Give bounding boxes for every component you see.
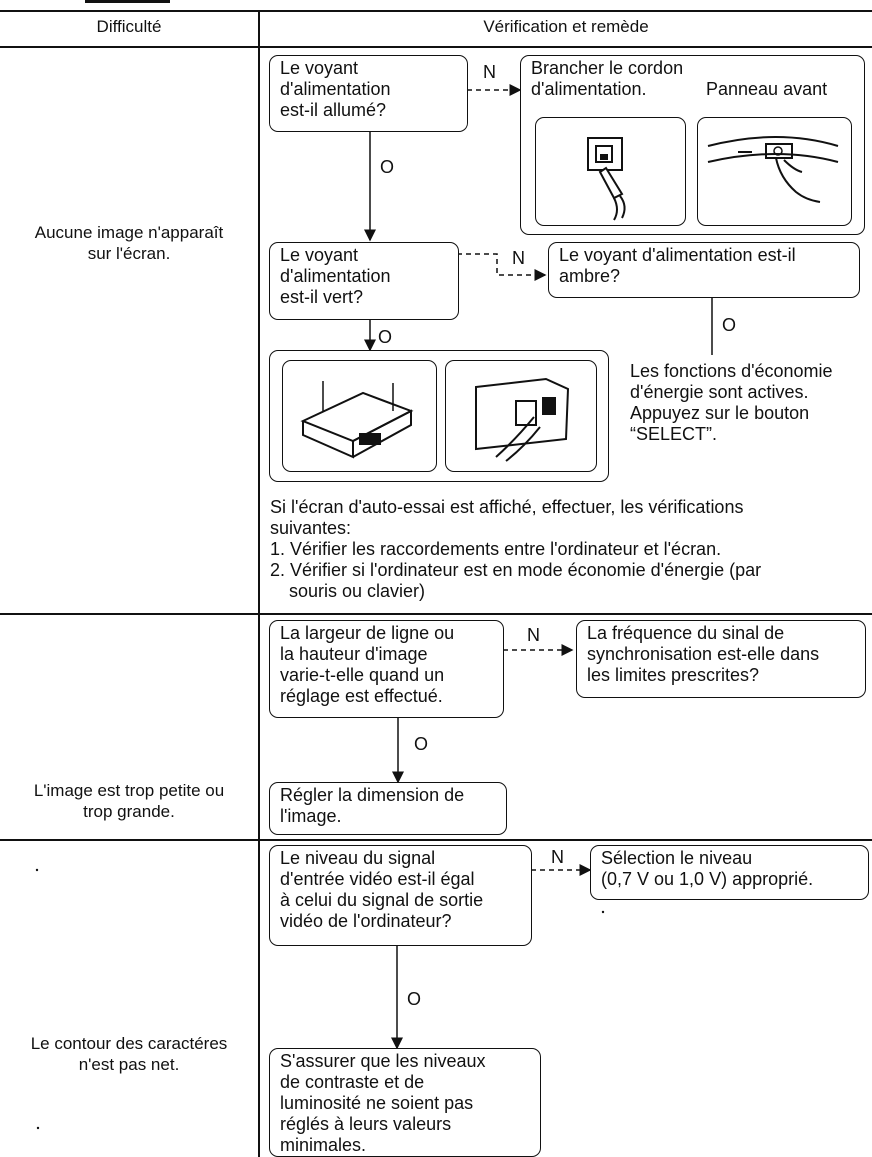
- column-divider: [258, 10, 260, 1157]
- label-no: N: [512, 248, 525, 268]
- header-tab-mark: [85, 0, 170, 3]
- header-verification: Vérification et remède: [483, 17, 649, 36]
- self-test-note: Si l'écran d'auto-essai est affiché, eff…: [270, 497, 762, 601]
- front-panel-button-icon: [707, 136, 839, 203]
- row-divider-1: [0, 613, 872, 615]
- front-panel-illustration: [697, 117, 852, 226]
- label-yes: O: [378, 327, 393, 347]
- connector-insertion-illustration: [445, 360, 597, 472]
- power-plug-illustration: [535, 117, 686, 226]
- cable-connection-illustration: [282, 360, 437, 472]
- label-yes: O: [722, 315, 737, 335]
- header-difficulty: Difficulté: [96, 17, 162, 36]
- label-front-panel: Panneau avant: [706, 79, 828, 99]
- video-cable-icon: [300, 381, 414, 459]
- label-no: N: [551, 847, 564, 867]
- power-outlet-icon: [587, 137, 626, 221]
- connector-hand-icon: [475, 377, 570, 462]
- row-divider-2: [0, 839, 872, 841]
- label-yes: O: [414, 734, 429, 754]
- table-top-rule: [0, 10, 872, 12]
- label-no: N: [527, 625, 540, 645]
- label-yes: O: [407, 989, 422, 1009]
- label-yes: O: [380, 157, 395, 177]
- action-select-level: Sélection le niveau(0,7 V ou 1,0 V) appr…: [590, 845, 869, 900]
- label-no: N: [483, 62, 496, 82]
- header-bottom-rule: [0, 46, 872, 48]
